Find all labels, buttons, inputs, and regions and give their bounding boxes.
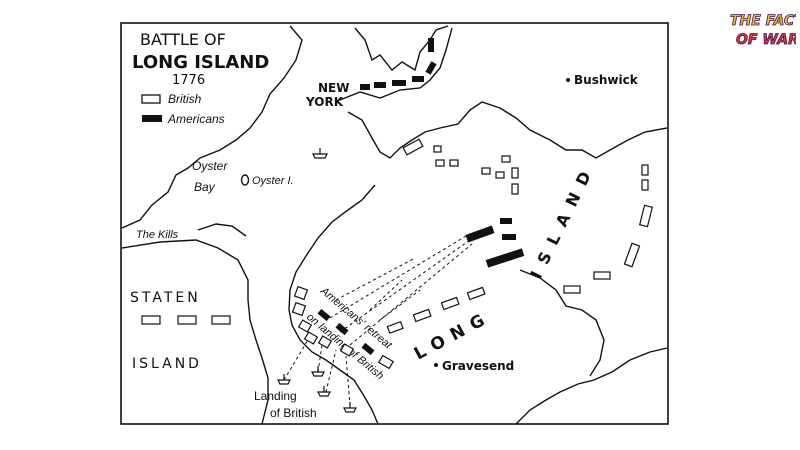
map-title-line2: LONG ISLAND	[132, 52, 269, 73]
ships	[277, 148, 357, 413]
map-border	[120, 22, 669, 425]
legend: British Americans	[141, 92, 225, 126]
retreat-arrows	[283, 235, 473, 407]
label-oyster: Oyster	[192, 159, 228, 173]
label-landing-of-british: of British	[270, 406, 317, 420]
label-gravesend: Gravesend	[442, 359, 514, 373]
label-new: NEW	[318, 81, 349, 95]
coastlines	[121, 25, 668, 425]
ship-icon	[311, 366, 325, 377]
ship-icon	[277, 374, 291, 385]
label-bay: Bay	[194, 180, 216, 194]
american-positions	[317, 38, 525, 356]
legend-british-swatch	[141, 94, 161, 104]
bushwick-dot	[566, 78, 570, 82]
label-staten-island: ISLAND	[132, 356, 202, 372]
map-title-line1: BATTLE OF	[140, 30, 226, 49]
label-oyster-island: Oyster I.	[252, 175, 294, 187]
ship-icon	[343, 402, 357, 413]
british-positions	[141, 138, 654, 370]
map-year: 1776	[172, 73, 205, 88]
label-island-rotated: ISLAND	[527, 160, 600, 282]
label-staten: STATEN	[130, 290, 201, 306]
gravesend-dot	[434, 363, 438, 367]
logo-line2: OF WAR	[736, 32, 796, 48]
legend-british-label: British	[168, 92, 202, 106]
ship-icon	[317, 386, 331, 397]
logo-line1: THE FACTS	[730, 13, 796, 29]
facts-of-war-logo: THE FACTS OF WAR	[730, 13, 796, 49]
label-the-kills: The Kills	[136, 229, 179, 241]
label-york: YORK	[305, 95, 344, 109]
label-bushwick: Bushwick	[574, 73, 639, 87]
ship-icon	[312, 148, 328, 159]
label-landing: Landing	[254, 389, 297, 403]
legend-americans-label: Americans	[167, 112, 225, 126]
legend-americans-swatch	[142, 115, 162, 122]
